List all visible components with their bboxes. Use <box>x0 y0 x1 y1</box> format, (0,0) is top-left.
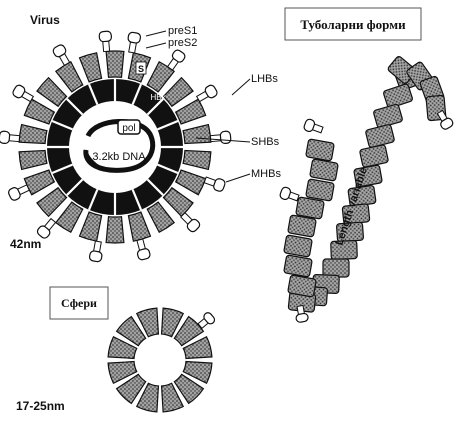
tube-subunit-left-0-body <box>306 139 335 161</box>
tube-subunit-right-10-body <box>323 259 349 277</box>
envelope-subunit <box>37 188 67 217</box>
spheres-title: Сфери <box>61 296 97 310</box>
surface-protein-0 <box>126 32 141 54</box>
surface-protein-10-knob <box>0 131 10 144</box>
envelope-subunit <box>19 125 47 144</box>
envelope-subunit <box>163 78 193 107</box>
tube-subunit-left-3 <box>296 197 325 219</box>
shbs-label: SHBs <box>251 136 280 148</box>
surface-protein-9 <box>7 182 30 201</box>
tube-protein-3-knob <box>295 313 308 323</box>
surface-protein-4 <box>203 174 226 192</box>
surface-protein-3-knob <box>220 131 231 144</box>
sphere-size-label: 17-25nm <box>16 399 65 413</box>
surface-protein-3 <box>210 131 231 145</box>
tube-subunit-left-1 <box>310 159 339 181</box>
tube-subunit-left-1-body <box>310 159 339 181</box>
surface-protein-10 <box>0 131 20 145</box>
lhbs-leader <box>232 79 250 95</box>
tubular-title: Туболарни форми <box>300 17 406 32</box>
tube-subunit-right-3 <box>365 124 395 148</box>
virus-size-label: 42nm <box>10 237 41 251</box>
pres1-label: preS1 <box>168 25 197 37</box>
virus-particle: pol 3.2kb DNA HBx <box>0 31 231 262</box>
tubular-filament <box>279 55 454 322</box>
surface-protein-6-knob <box>137 248 151 261</box>
tube-subunit-left-3-body <box>296 197 325 219</box>
envelope-subunit <box>128 212 150 241</box>
sphere-particle <box>108 308 216 412</box>
surface-protein-7 <box>89 240 104 262</box>
envelope-subunit <box>19 150 47 169</box>
envelope-subunit <box>80 53 102 82</box>
envelope-subunit <box>147 202 174 232</box>
dna-label: 3.2kb DNA <box>92 151 146 163</box>
envelope-subunit <box>163 188 193 217</box>
envelope-subunit <box>183 150 211 169</box>
tube-subunit-left-6 <box>284 255 313 277</box>
tube-subunit-left-5-body <box>284 235 313 257</box>
mhbs-label: MHBs <box>251 168 281 180</box>
tube-subunit-left-4-body <box>288 215 317 237</box>
lhbs-label: LHBs <box>251 73 278 85</box>
surface-protein-6 <box>134 238 151 260</box>
tube-subunit-left-5 <box>284 235 313 257</box>
tube-subunit-right-4-body <box>359 144 388 167</box>
surface-protein-13-knob <box>99 31 112 42</box>
mhbs-leader <box>226 174 250 182</box>
envelope-subunit <box>56 62 83 92</box>
surface-protein-0-knob <box>127 32 141 44</box>
hbx-label: HBx <box>150 93 165 102</box>
surface-protein-7-knob <box>89 250 103 262</box>
s-label: S <box>138 64 144 74</box>
surface-protein-13 <box>99 31 113 52</box>
tube-subunit-right-4 <box>359 144 388 167</box>
tube-subunit-right-3-body <box>365 124 395 148</box>
envelope-subunit <box>37 78 67 107</box>
envelope-subunit <box>24 170 54 195</box>
tube-subunit-left-7-body <box>288 275 317 297</box>
tube-subunit-left-2-body <box>306 179 335 201</box>
tube-subunit-left-0 <box>306 139 335 161</box>
envelope-subunit <box>106 51 124 77</box>
envelope-subunit <box>56 202 83 232</box>
envelope-subunit <box>183 125 211 144</box>
pres2-label: preS2 <box>168 37 197 49</box>
pol-label: pol <box>122 123 135 134</box>
tube-subunit-left-4 <box>288 215 317 237</box>
pres1-leader <box>146 31 166 36</box>
pres2-leader <box>146 43 166 48</box>
tube-subunit-left-2 <box>306 179 335 201</box>
tube-protein-0 <box>303 118 324 135</box>
envelope-subunit <box>176 99 206 124</box>
envelope-subunit <box>176 170 206 195</box>
tube-subunit-left-6-body <box>284 255 313 277</box>
tube-subunit-left-7 <box>288 275 317 297</box>
tube-protein-1 <box>279 186 300 203</box>
envelope-subunit <box>24 99 54 124</box>
envelope-subunit <box>106 217 124 243</box>
tube-subunit-right-10 <box>323 259 349 277</box>
virus-core <box>69 101 161 193</box>
envelope-subunit <box>80 212 102 241</box>
virus-title: Virus <box>30 13 60 27</box>
